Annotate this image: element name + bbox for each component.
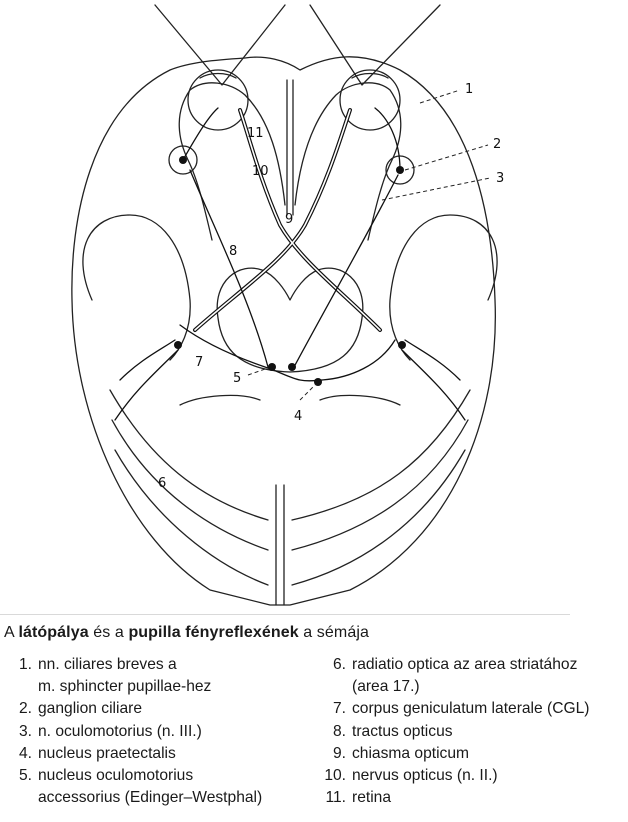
leader-1 <box>419 89 461 104</box>
legend-item-7: 7.corpus geniculatum laterale (CGL) <box>332 700 590 718</box>
leader-5 <box>247 367 269 376</box>
right-ganglion-dot <box>396 166 404 174</box>
pretectal-nucleus <box>314 378 322 386</box>
cgl-right-fan <box>401 339 466 421</box>
reflex-right <box>321 339 396 381</box>
temporal-left <box>82 214 191 361</box>
label-11: 11 <box>247 126 264 141</box>
visual-ray-right <box>309 4 441 86</box>
label-7: 7 <box>195 355 203 370</box>
occipital-midline <box>275 484 285 606</box>
left-ganglion-ring <box>168 145 198 175</box>
caption-bold-1: látópálya <box>18 624 89 641</box>
right-ganglion-ring <box>385 155 415 185</box>
head-outline <box>71 56 496 606</box>
legend-item-4: 4.nucleus praetectalis <box>18 744 176 762</box>
cgl-left-fan <box>114 339 179 421</box>
frontal-right <box>294 82 402 241</box>
brainstem <box>216 267 364 373</box>
edinger-westphal-left <box>268 363 276 371</box>
left-ganglion-dot <box>179 156 187 164</box>
left-retina-thick <box>238 108 382 332</box>
visual-pathway-diagram: 1 2 3 4 5 6 7 8 9 10 11 <box>71 4 504 606</box>
label-10: 10 <box>252 164 269 179</box>
right-lens <box>351 72 389 79</box>
leader-3 <box>381 177 491 201</box>
frontal-left <box>178 82 286 241</box>
label-9: 9 <box>285 212 293 227</box>
leader-2 <box>404 144 489 171</box>
caption-bold-2: pupilla fényreflexének <box>128 624 299 641</box>
label-8: 8 <box>229 244 237 259</box>
label-3: 3 <box>496 171 504 186</box>
reflex-left <box>179 324 323 382</box>
legend-item-11: 11.retina <box>325 789 392 807</box>
legend-item-8: 8.tractus opticus <box>332 722 453 740</box>
figure-caption: A látópálya és a pupilla fényreflexének … <box>4 624 369 641</box>
label-5: 5 <box>233 371 241 386</box>
label-1: 1 <box>465 82 473 97</box>
legend-right-column: 6.radiatio optica az area striatához(are… <box>316 654 626 809</box>
label-6: 6 <box>158 476 166 491</box>
label-4: 4 <box>294 409 302 424</box>
separator-line <box>0 614 570 615</box>
cgl-right <box>398 341 406 349</box>
legend-item-6: 6.radiatio optica az area striatához(are… <box>332 656 578 696</box>
occipital-left <box>109 389 269 586</box>
occipital-right <box>291 389 471 586</box>
midbrain-arc <box>179 394 401 406</box>
label-2: 2 <box>493 137 501 152</box>
left-eyeball <box>187 69 249 131</box>
visual-ray-left <box>154 4 286 86</box>
legend-item-9: 9.chiasma opticum <box>332 744 469 762</box>
legend-item-2: 2.ganglion ciliare <box>18 700 143 718</box>
legend-item-3: 3.n. oculomotorius (n. III.) <box>18 722 202 740</box>
oculomotor-left <box>189 169 269 368</box>
oculomotor-right <box>293 174 399 368</box>
ciliary-left <box>182 107 219 161</box>
ciliary-right <box>374 107 401 171</box>
temporal-right <box>389 214 498 361</box>
left-lens <box>199 72 237 79</box>
legend-item-10: 10.nervus opticus (n. II.) <box>324 767 498 785</box>
midline-fissure <box>286 79 294 216</box>
edinger-westphal-right <box>288 363 296 371</box>
cgl-left <box>174 341 182 349</box>
right-eyeball <box>339 69 401 131</box>
leader-4 <box>299 384 316 401</box>
